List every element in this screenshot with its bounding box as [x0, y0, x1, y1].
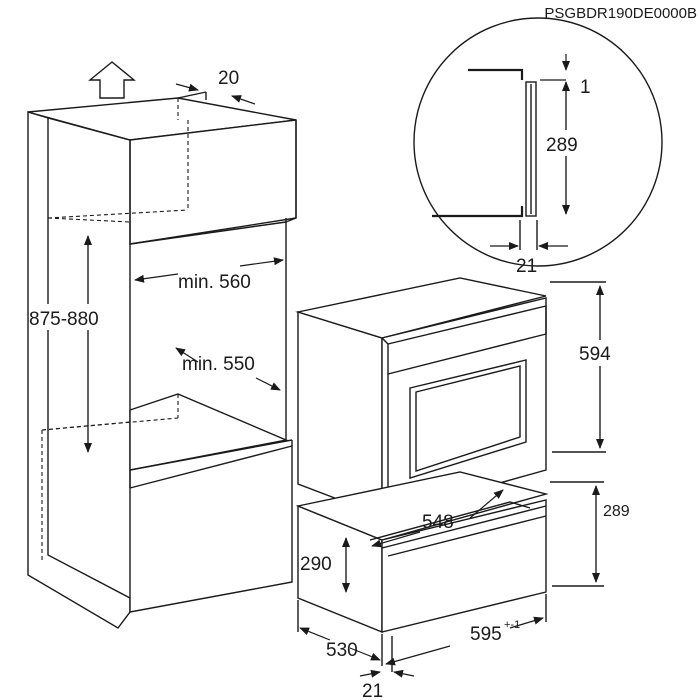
dim-oven-height: 594	[579, 344, 611, 365]
drawer-front	[381, 499, 547, 633]
cabinet-side-panel	[27, 111, 131, 629]
dim-drawer-inner-width: 548	[422, 512, 454, 533]
dim-top-depth: 20	[218, 68, 239, 89]
detail-circle	[413, 17, 663, 267]
niche-depth-arrow-right	[255, 377, 281, 391]
drawer-front-thickness-arrow-right	[393, 669, 415, 678]
oven-window	[409, 359, 527, 479]
niche-floor	[129, 393, 289, 471]
dim-detail-height: 289	[546, 135, 578, 156]
oven-side	[297, 311, 383, 518]
dim-drawer-width-tolerance: +-1	[504, 619, 520, 631]
up-arrow-icon	[88, 61, 136, 99]
cabinet-upper-front	[129, 119, 297, 245]
dim-drawer-depth: 530	[326, 640, 358, 661]
top-depth-arrow-left	[175, 83, 199, 92]
oven-front	[381, 297, 547, 517]
niche-width-arrow-left	[134, 273, 179, 283]
drawer-inner-width-arrow-right	[469, 489, 504, 519]
cabinet-lower-front	[129, 445, 293, 613]
drawer-front-thickness-arrow-left	[359, 669, 381, 678]
dim-drawer-width: 595	[470, 624, 502, 645]
detail-view: 1 289 21	[413, 17, 663, 277]
dim-niche-height: 875-880	[29, 309, 99, 330]
cabinet-unit: 20 875-880 min. 560 min. 550	[27, 61, 297, 629]
dim-niche-width: min. 560	[178, 272, 251, 293]
document-code: PSGBDR190DE0000B	[544, 5, 697, 22]
dim-drawer-front-thickness: 21	[362, 681, 383, 700]
drawer-width-arrow-left	[385, 645, 451, 666]
dim-niche-depth: min. 550	[182, 354, 255, 375]
dim-detail-thickness: 21	[516, 256, 537, 277]
drawer-depth-arrow-left	[299, 627, 331, 641]
niche-width-arrow-right	[239, 257, 284, 267]
oven-top	[295, 277, 547, 339]
dim-drawer-front-height: 289	[603, 503, 630, 520]
top-depth-arrow-right	[231, 95, 256, 105]
dim-detail-gap: 1	[580, 77, 591, 98]
oven-control-panel	[387, 305, 547, 375]
drawer-unit: 548 289 290 530 595 +-1 21	[295, 471, 642, 700]
dim-drawer-body-height: 290	[300, 554, 332, 575]
drawer-inner-width-arrow-left	[371, 531, 421, 548]
drawer-width-arrow-right	[509, 616, 544, 629]
drawer-top	[295, 471, 549, 541]
niche-depth-arrow-left	[175, 347, 199, 363]
